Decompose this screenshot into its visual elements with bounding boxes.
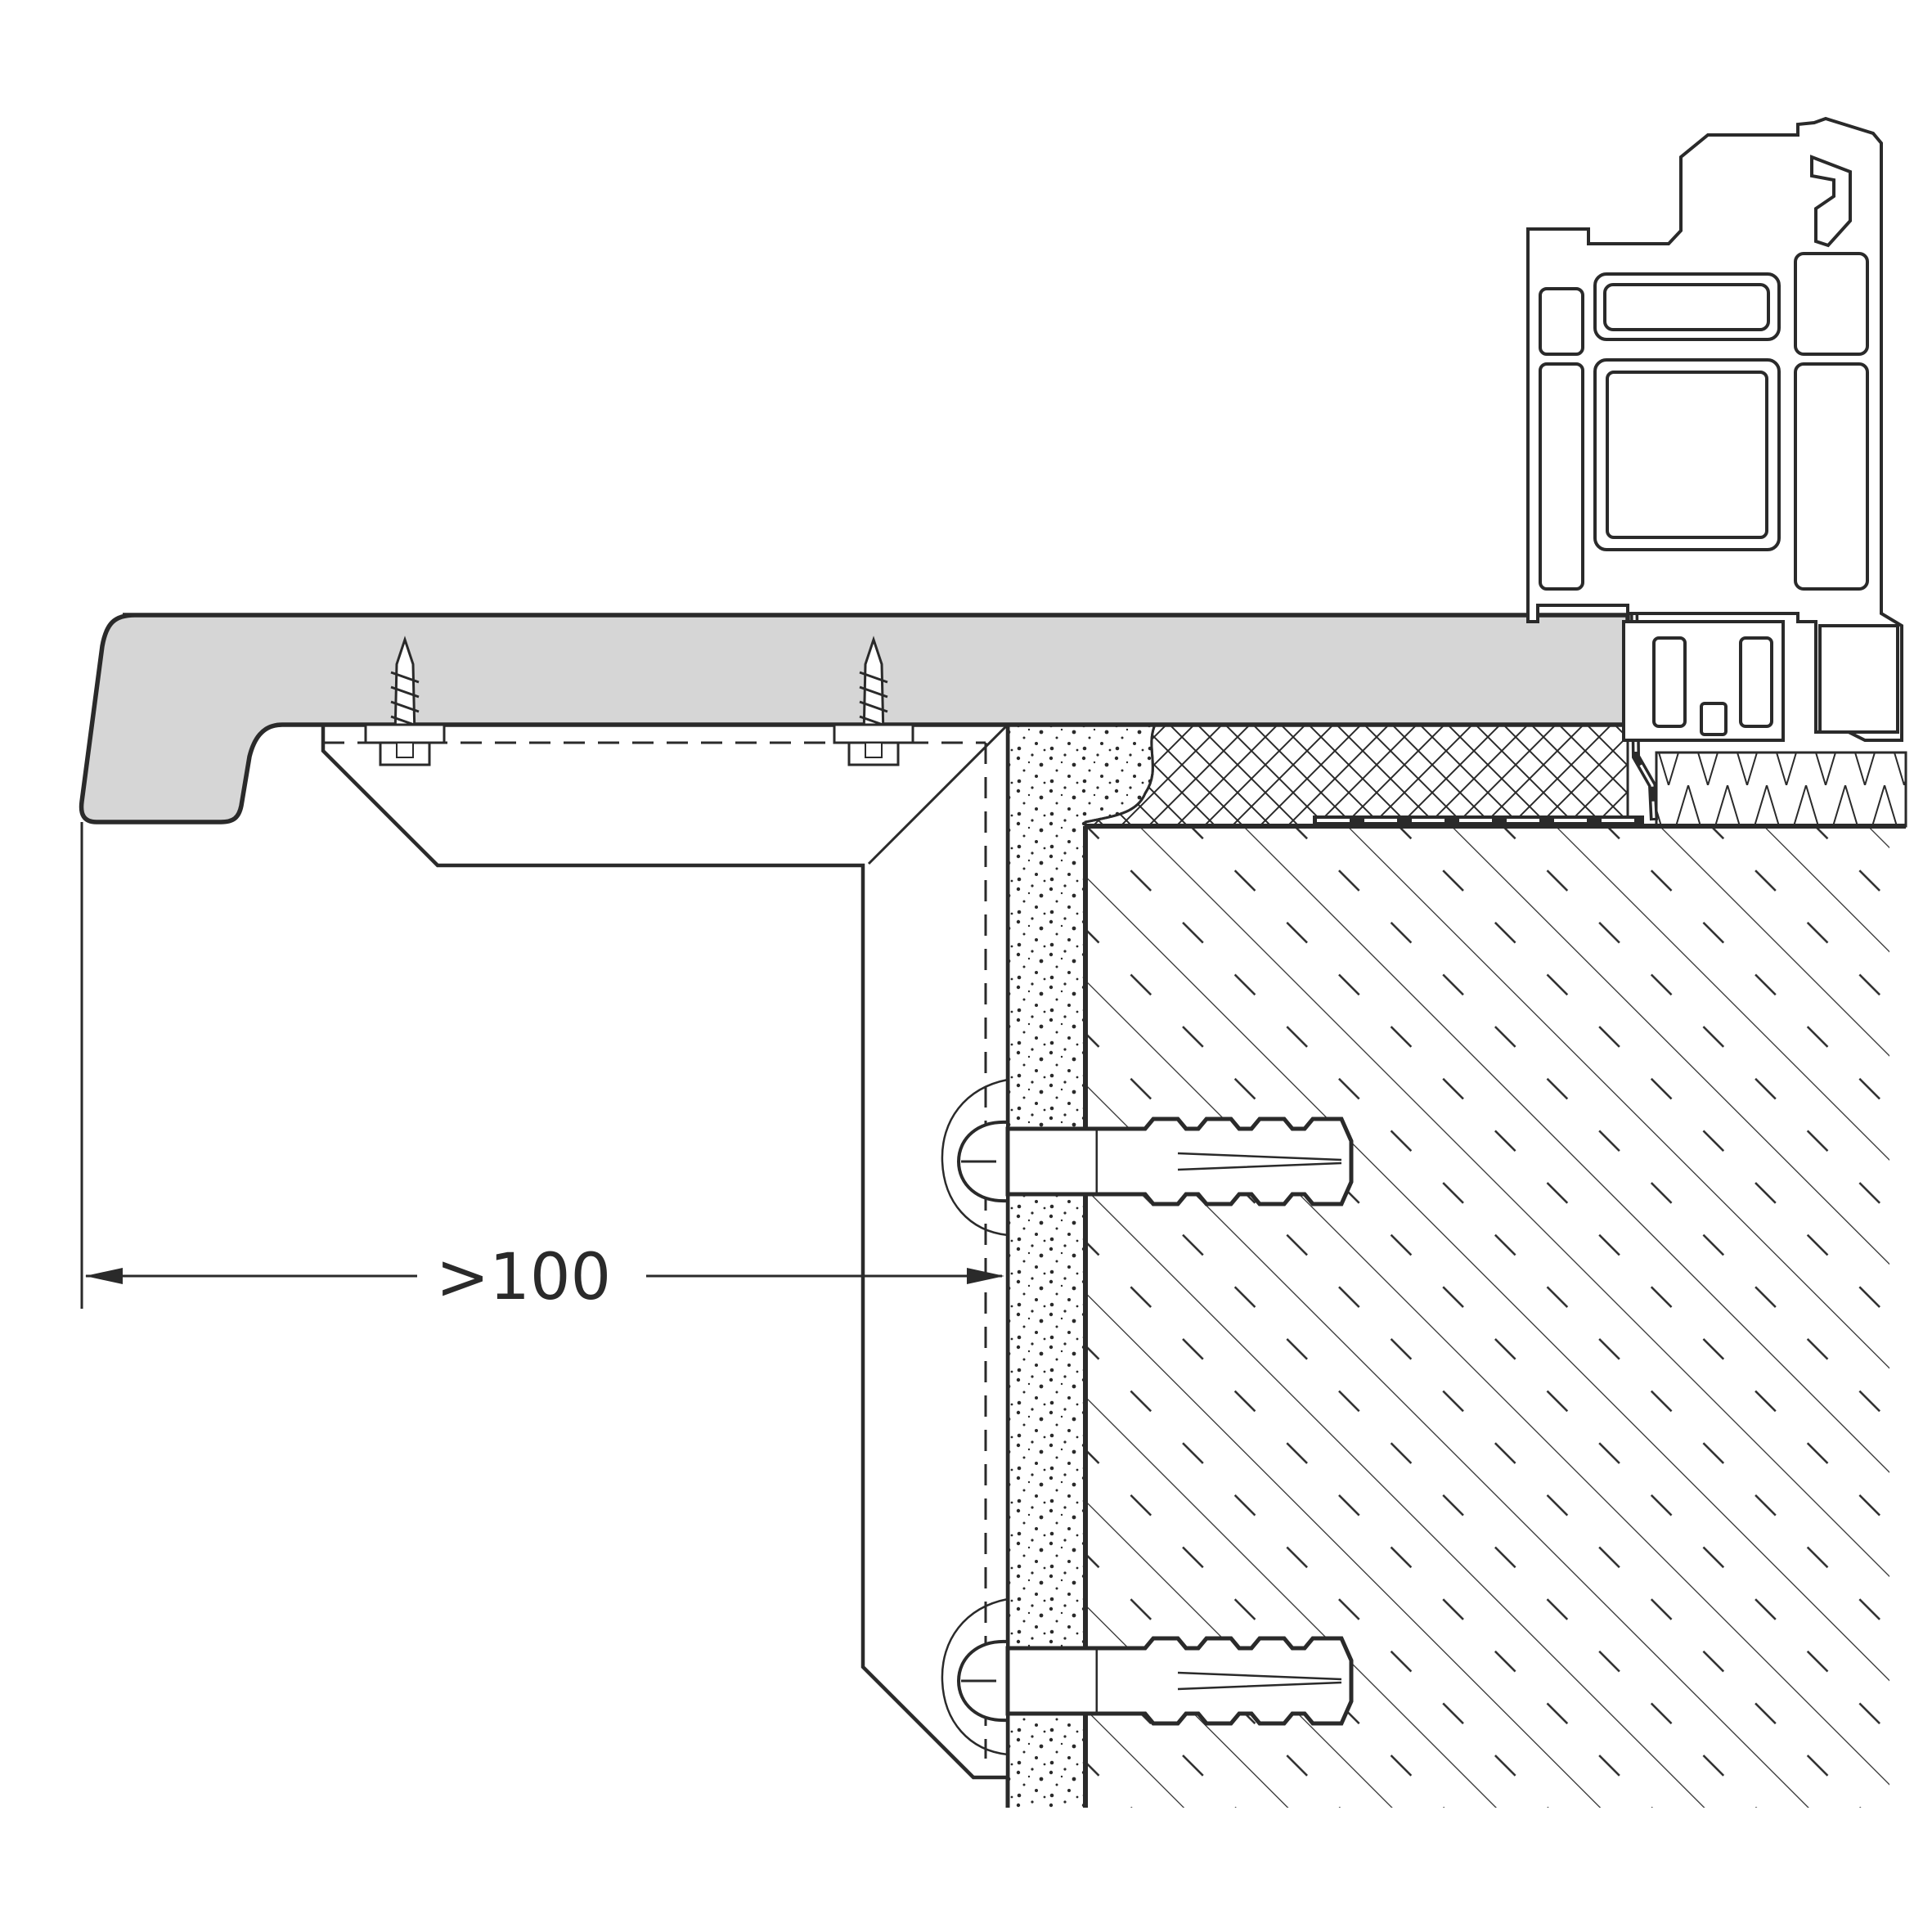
wood-screw-right <box>833 636 914 766</box>
wood-screw-left <box>364 636 446 766</box>
dimension-overhang: >100 <box>80 822 1004 1314</box>
wall-anchor-lower <box>941 1597 1354 1756</box>
window-sill <box>79 613 1630 824</box>
mounting-bracket <box>321 723 1010 1780</box>
dimension-label: >100 <box>436 1241 611 1314</box>
insulation-layer <box>1084 604 1907 828</box>
window-frame-profile <box>1526 116 1903 742</box>
wall-anchor-upper <box>941 1078 1354 1237</box>
